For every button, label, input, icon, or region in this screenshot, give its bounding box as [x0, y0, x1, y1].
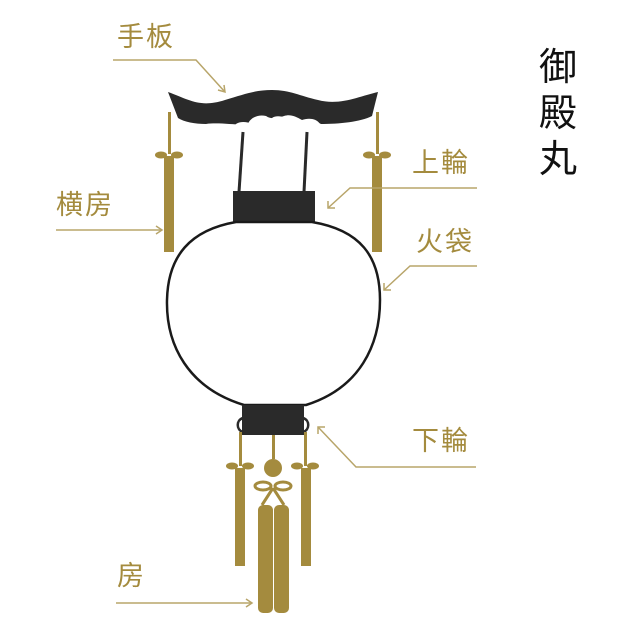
handle-board-shape — [168, 90, 378, 125]
diagram-title: 御殿丸 — [538, 45, 577, 181]
label-upper-ring: 上輪 — [412, 148, 470, 179]
leader-lines — [56, 59, 477, 608]
fire-bag-shape — [165, 220, 382, 407]
left-side-tassel — [155, 112, 183, 252]
label-tassel: 房 — [117, 561, 146, 592]
label-fire-bag: 火袋 — [416, 227, 474, 258]
lower-ring-shape — [242, 405, 304, 435]
right-side-tassel — [363, 112, 391, 252]
upper-ring-shape — [233, 191, 315, 222]
bottom-tassels — [226, 432, 319, 613]
label-handle-board: 手板 — [117, 22, 175, 53]
label-side-tassel: 横房 — [56, 190, 114, 221]
label-lower-ring: 下輪 — [412, 426, 470, 457]
